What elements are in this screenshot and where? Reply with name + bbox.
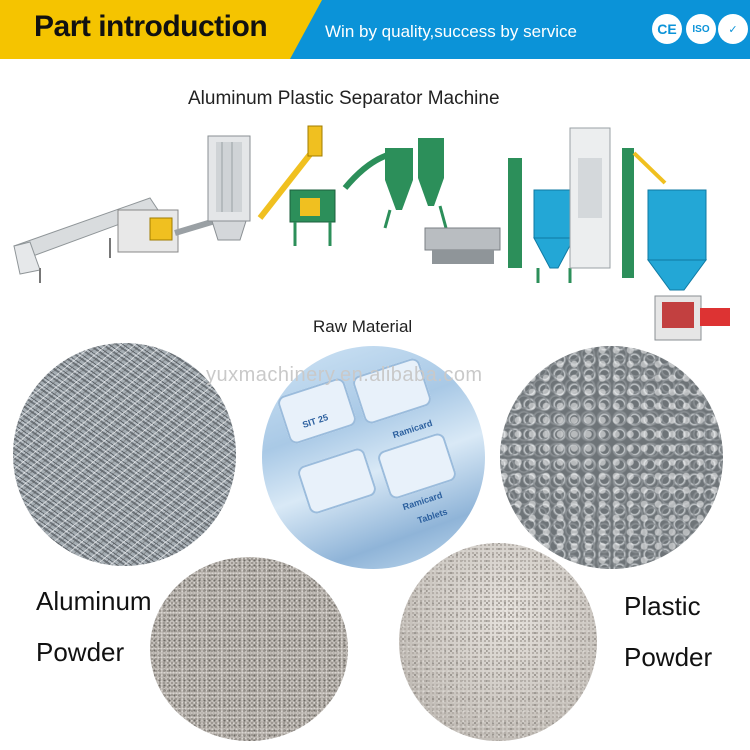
certification-mark-icon: ✓ <box>718 14 748 44</box>
aluminum-plastic-scrap-photo <box>13 343 236 566</box>
plastic-label: Plastic <box>624 591 701 621</box>
raw-material-caption: Raw Material <box>313 317 413 336</box>
plastic-powder-label: Powder <box>624 642 713 672</box>
machine-caption: Aluminum Plastic Separator Machine <box>188 88 500 109</box>
iso-mark-icon: ISO <box>686 14 716 44</box>
separator-machine-image <box>13 125 730 341</box>
plastic-powder-photo <box>399 543 597 741</box>
watermark: yuxmachinery.en.alibaba.com <box>206 364 483 386</box>
blister-sublabel: Tablets <box>416 506 449 526</box>
header-banner: Part introduction Win by quality,success… <box>0 0 750 59</box>
ce-mark-icon: CE <box>652 14 682 44</box>
slogan: Win by quality,success by service <box>325 22 577 41</box>
blister-pack-photo: Ramicard Ramicard Tablets SIT 25 <box>262 346 485 569</box>
aluminum-label: Aluminum <box>36 586 152 616</box>
page-title: Part introduction <box>34 10 268 43</box>
aluminum-powder-photo <box>150 557 348 741</box>
aluminum-powder-label: Powder <box>36 637 125 667</box>
aluminum-ring-scrap-photo <box>500 346 723 569</box>
